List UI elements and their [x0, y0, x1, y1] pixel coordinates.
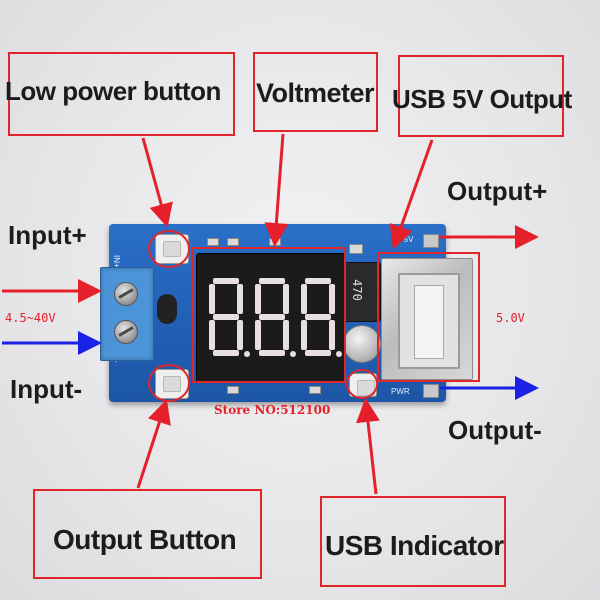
input-terminal-block[interactable]: [100, 267, 154, 361]
mounting-pad: [423, 384, 439, 398]
output-plus-label: Output+: [447, 176, 548, 206]
output-minus-label: Output-: [448, 415, 542, 445]
smd-component: [227, 238, 239, 246]
input-plus-screw[interactable]: [114, 282, 138, 306]
seven-segment-digits: [209, 278, 342, 357]
usb-output-pointer-arrow: [389, 139, 434, 250]
usb-port-opening: [398, 273, 460, 369]
mounting-pad: [423, 234, 439, 248]
voltmeter-pointer-arrow: [264, 133, 289, 247]
output-button-highlight-circle: [148, 364, 190, 402]
usb-indicator-label-frame: [320, 496, 506, 587]
capacitor: [343, 325, 381, 363]
voltmeter-highlight-frame: [192, 247, 346, 383]
usb-highlight-frame: [377, 252, 480, 382]
input-plus-label: Input+: [8, 220, 87, 250]
usb-port-tongue: [414, 285, 444, 359]
store-number-text: Store NO:512100: [214, 403, 331, 417]
output-button-label: Output Button: [53, 524, 237, 555]
input-minus-label: Input-: [10, 374, 83, 404]
display-digit-1: [209, 278, 250, 357]
input-minus-screw[interactable]: [114, 320, 138, 344]
low-power-button-label: Low power button: [5, 76, 221, 106]
inductor: 470: [341, 262, 381, 322]
low-power-button-label-frame: [8, 52, 235, 136]
smd-component: [309, 386, 321, 394]
display-digit-2: [255, 278, 296, 357]
low-power-button-highlight-circle: [148, 230, 190, 268]
smd-component: [207, 238, 219, 246]
usb-indicator-led: [349, 373, 377, 397]
display-digit-3: [301, 278, 342, 357]
smd-component: [227, 386, 239, 394]
low-power-pointer-arrow: [141, 137, 173, 228]
output-button-label-frame: [33, 489, 262, 579]
output-button-pointer-arrow: [136, 399, 171, 489]
usb-5v-output-label: USB 5V Output: [392, 84, 572, 114]
usb-5v-output-label-frame: [398, 55, 564, 137]
pwr-silkscreen: PWR: [391, 387, 410, 396]
usb-indicator-highlight-circle: [346, 369, 378, 399]
output-button[interactable]: [155, 369, 189, 399]
output-voltage-label: 5.0V: [496, 311, 525, 325]
smd-component: [349, 244, 363, 254]
voltmeter-label-frame: [253, 52, 378, 132]
usb-output-port[interactable]: [381, 258, 473, 380]
usb-indicator-pointer-arrow: [356, 398, 380, 495]
usb-indicator-label: USB Indicator: [325, 530, 504, 561]
ic-chip: [157, 294, 177, 324]
input-range-label: 4.5~40V: [5, 311, 56, 325]
voltmeter-label: Voltmeter: [256, 78, 375, 108]
